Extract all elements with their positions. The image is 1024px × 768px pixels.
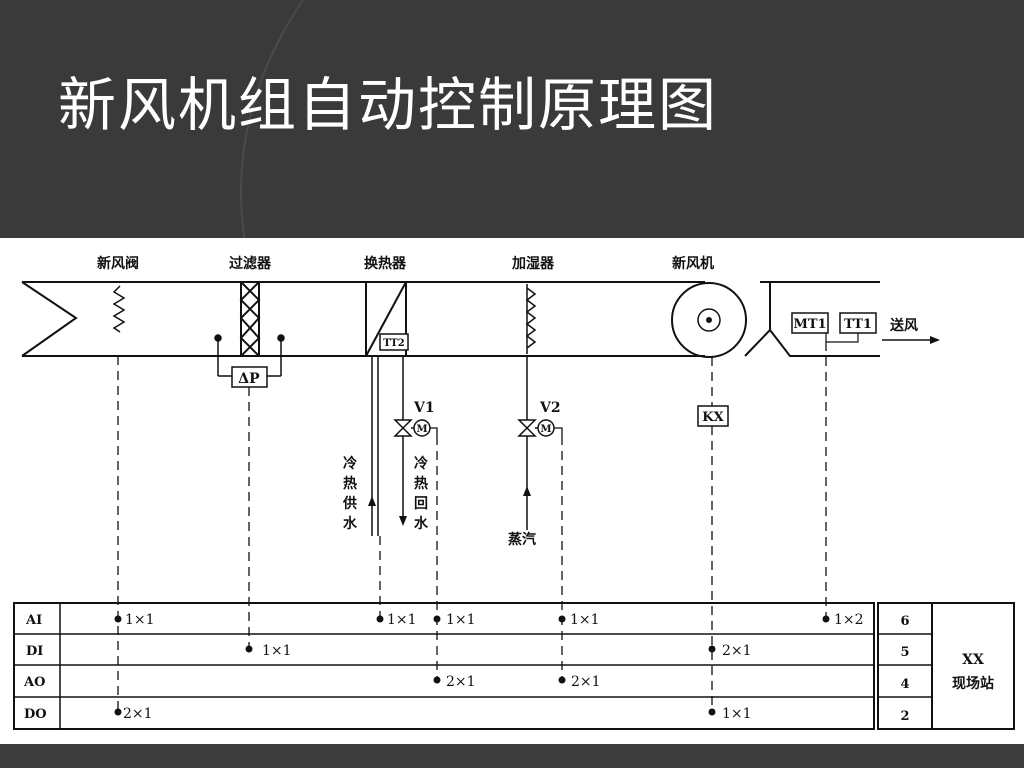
title-band: 新风机组自动控制原理图 bbox=[0, 0, 1024, 238]
count-ai: 6 bbox=[900, 614, 909, 629]
val-do-fan: 1×1 bbox=[722, 706, 752, 722]
supply-air-label: 送风 bbox=[889, 317, 918, 334]
v2-label: V2 bbox=[539, 400, 561, 416]
val-ai-return: 1×1 bbox=[446, 612, 476, 628]
val-ao-v2: 2×1 bbox=[571, 674, 601, 690]
kx-label: KX bbox=[702, 410, 724, 425]
return-water-label: 冷 热 回 水 bbox=[414, 455, 429, 532]
svg-text:水: 水 bbox=[343, 515, 358, 532]
io-table bbox=[13, 602, 1015, 730]
tt2-label: TT2 bbox=[383, 338, 405, 349]
return-arrow bbox=[399, 516, 407, 526]
label-heat-exchanger: 换热器 bbox=[364, 255, 407, 272]
filter-element bbox=[239, 281, 261, 357]
tt2-box bbox=[379, 333, 409, 351]
val-do-valve: 2×1 bbox=[123, 706, 153, 722]
steam-arrow bbox=[523, 486, 531, 496]
bottom-strip bbox=[0, 744, 1024, 768]
svg-text:水: 水 bbox=[414, 515, 429, 532]
io-dots bbox=[114, 615, 830, 716]
supply-water-label: 冷 热 供 水 bbox=[342, 455, 358, 532]
v1-label: V1 bbox=[413, 400, 435, 416]
label-filter: 过滤器 bbox=[229, 255, 272, 272]
row-di: DI bbox=[26, 644, 43, 659]
label-humidifier: 加湿器 bbox=[511, 256, 555, 272]
supply-air-arrow bbox=[882, 336, 940, 344]
val-di-filter: 1×1 bbox=[262, 643, 292, 659]
val-ai-humid: 1×1 bbox=[570, 612, 600, 628]
humidifier-element bbox=[525, 284, 537, 354]
steam-label: 蒸汽 bbox=[508, 531, 536, 548]
val-ai-supply: 1×1 bbox=[387, 612, 417, 628]
valve-damper bbox=[112, 285, 126, 333]
page-title: 新风机组自动控制原理图 bbox=[58, 71, 719, 139]
count-do: 2 bbox=[900, 709, 909, 724]
svg-text:热: 热 bbox=[343, 475, 357, 492]
svg-text:供: 供 bbox=[342, 495, 357, 512]
row-do: DO bbox=[24, 707, 47, 722]
mt1-box bbox=[791, 312, 829, 334]
val-ai-out: 1×2 bbox=[834, 612, 864, 628]
svg-text:冷: 冷 bbox=[414, 455, 428, 472]
steam-pipe bbox=[517, 356, 555, 530]
val-di-fan: 2×1 bbox=[722, 643, 752, 659]
heat-exchanger-coil bbox=[365, 281, 407, 357]
station-name: XX bbox=[962, 652, 984, 668]
diagram-svg: 新风阀 过滤器 换热器 加湿器 新风机 ΔP bbox=[13, 255, 1015, 730]
water-pipes bbox=[371, 356, 404, 536]
val-ai-valve: 1×1 bbox=[125, 612, 155, 628]
dp-label: ΔP bbox=[238, 371, 260, 387]
mt1-label: MT1 bbox=[793, 317, 826, 332]
dp-sensor bbox=[214, 334, 285, 388]
kx-box bbox=[697, 405, 729, 427]
count-di: 5 bbox=[900, 645, 909, 660]
control-diagram: 新风阀 过滤器 换热器 加湿器 新风机 ΔP bbox=[0, 238, 1024, 744]
svg-text:回: 回 bbox=[414, 496, 428, 512]
v1-valve bbox=[393, 419, 431, 437]
count-ao: 4 bbox=[900, 677, 909, 692]
fan-unit bbox=[671, 282, 747, 358]
label-fresh-air-valve: 新风阀 bbox=[97, 255, 139, 272]
air-duct bbox=[21, 281, 880, 357]
tt1-label: TT1 bbox=[844, 317, 872, 332]
v2-motor-label: M bbox=[540, 424, 551, 435]
svg-text:冷: 冷 bbox=[343, 455, 357, 472]
row-ao: AO bbox=[23, 675, 45, 690]
svg-text:热: 热 bbox=[414, 475, 428, 492]
v1-motor-label: M bbox=[416, 424, 427, 435]
signal-lines bbox=[117, 342, 827, 712]
val-ao-v1: 2×1 bbox=[446, 674, 476, 690]
supply-arrow bbox=[368, 496, 376, 506]
row-ai: AI bbox=[25, 613, 42, 628]
station-label: 现场站 bbox=[952, 675, 994, 692]
label-fan: 新风机 bbox=[672, 255, 714, 272]
